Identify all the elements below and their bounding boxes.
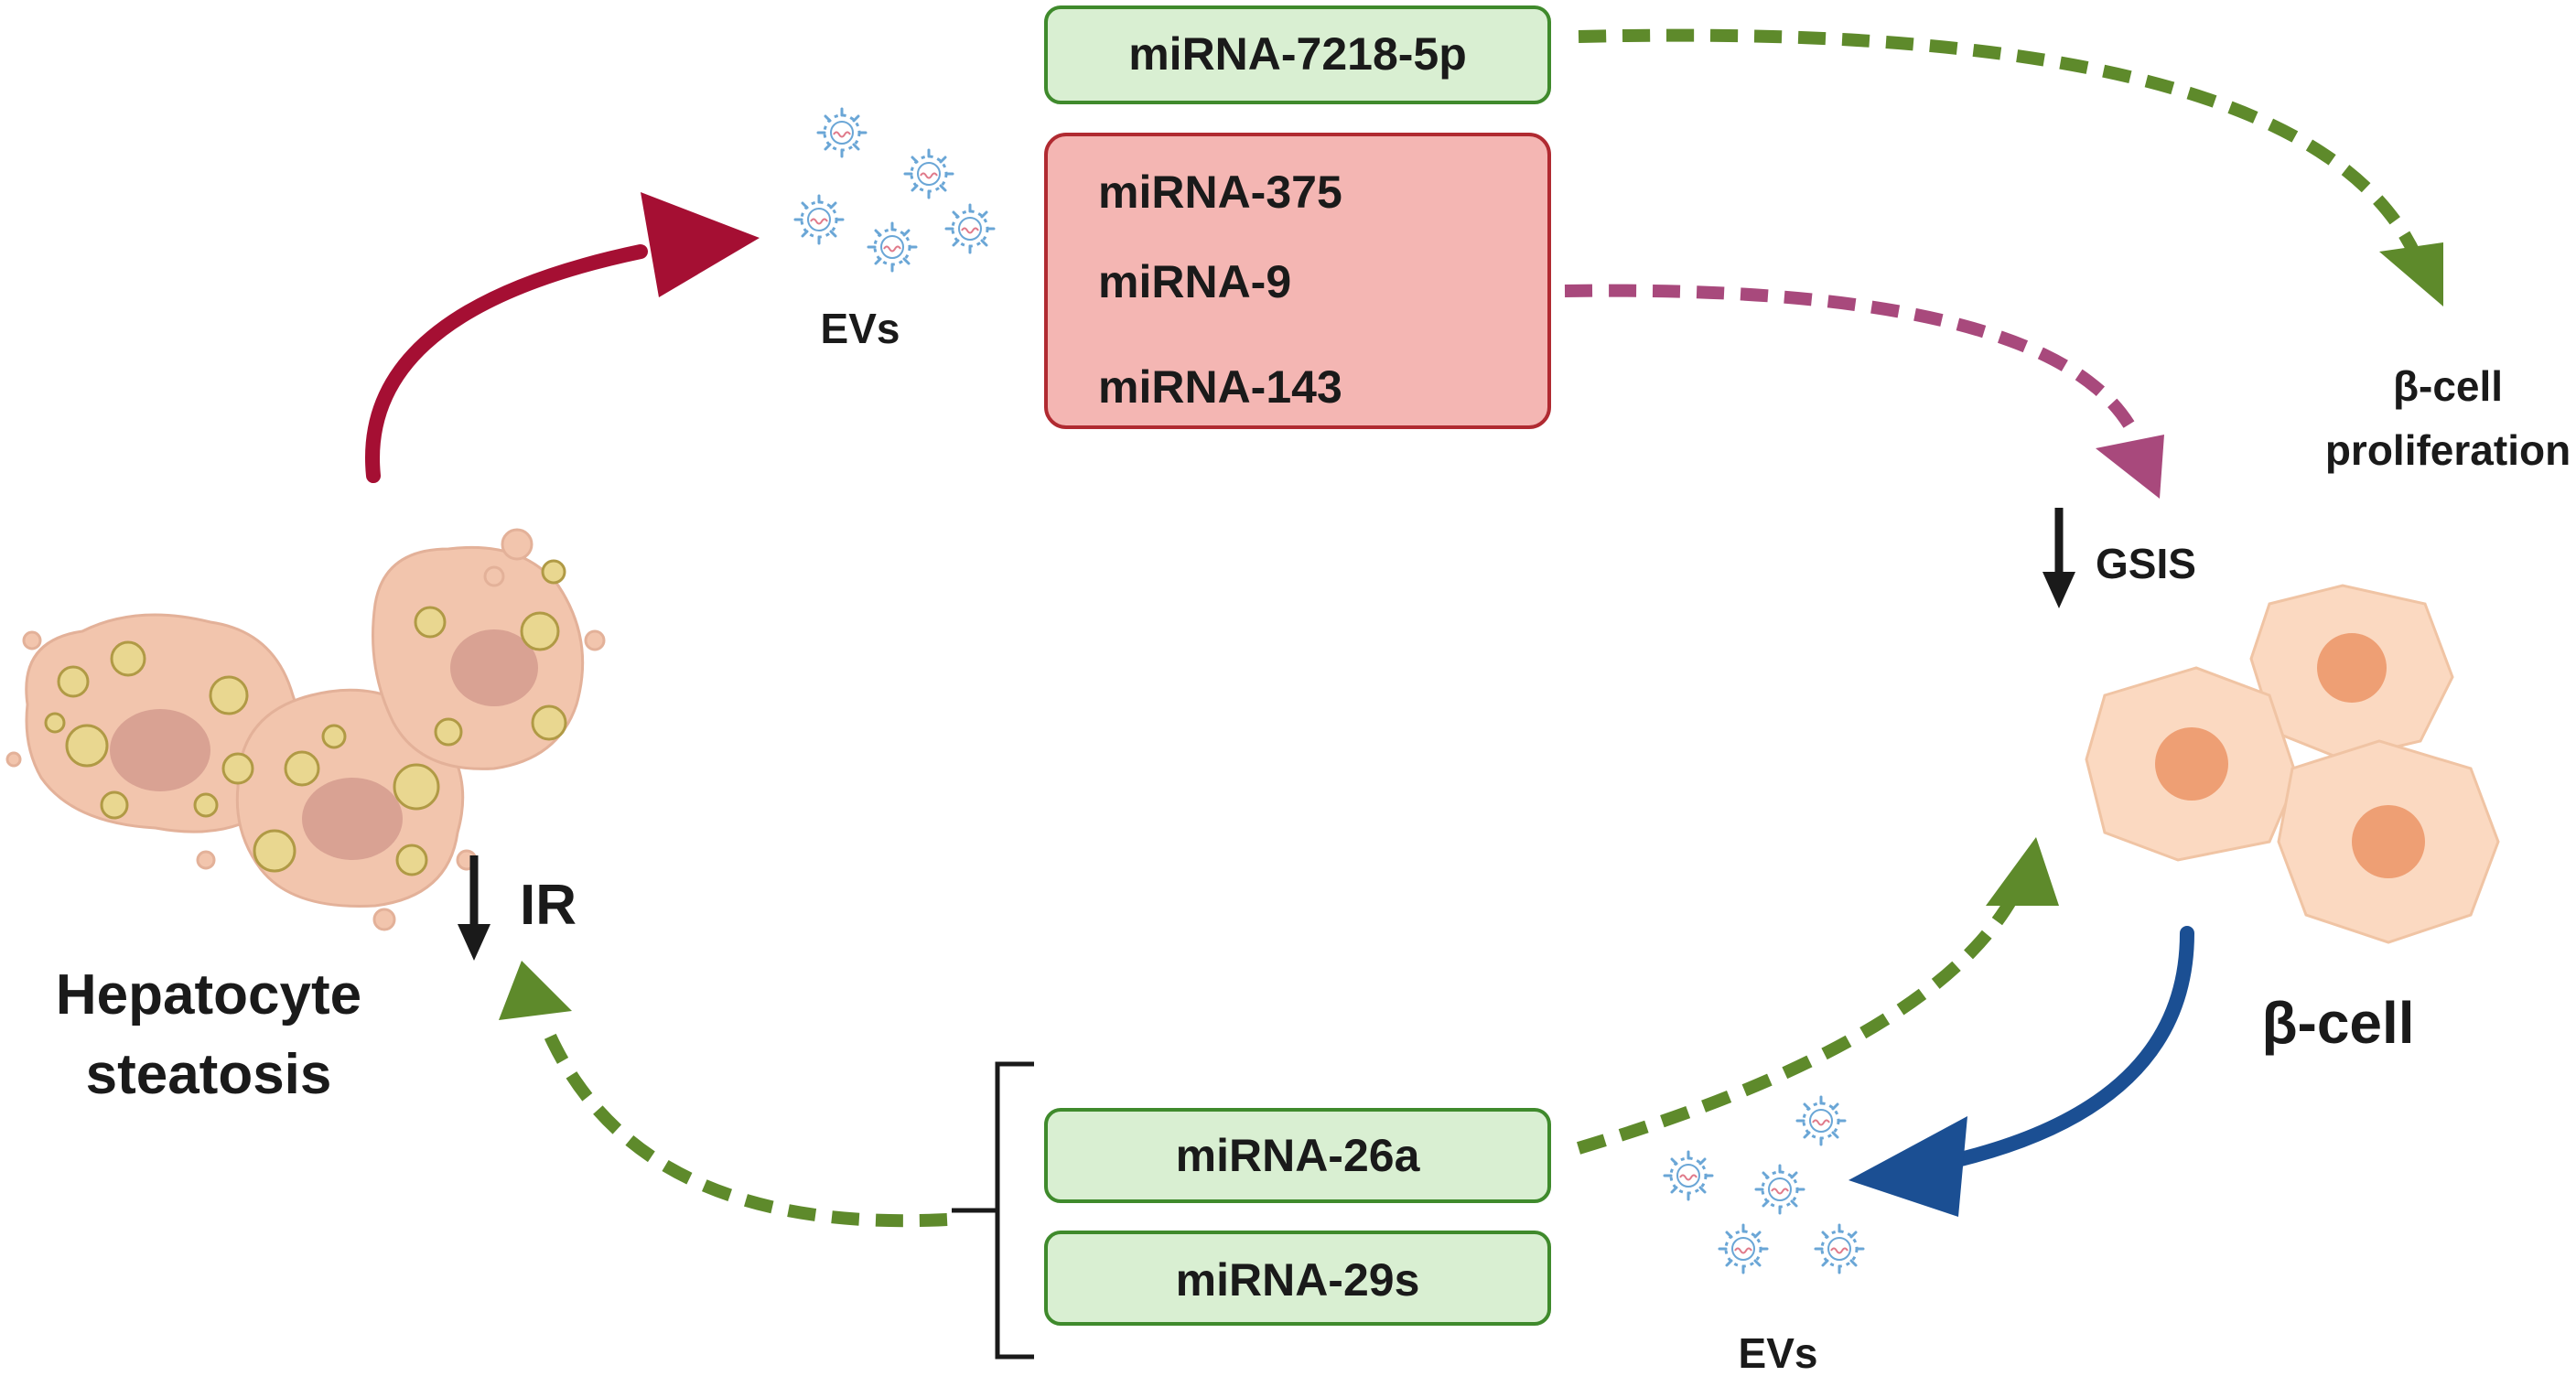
beta-cell-cluster-icon <box>2085 584 2500 944</box>
down-arrow-icon <box>458 855 490 961</box>
dashed-arrow-to-proliferation <box>1578 28 2443 306</box>
extracellular-vesicle-icon <box>1754 1164 1805 1215</box>
mirna-9-label: miRNA-9 <box>1098 256 1291 307</box>
extracellular-vesicle-icon <box>816 107 868 158</box>
beta-proliferation-line-1: β-cell <box>2393 362 2503 410</box>
extracellular-vesicle-icon <box>867 221 918 273</box>
down-arrow-icon <box>2042 508 2075 608</box>
top-ev-cluster: EVs <box>793 107 996 352</box>
extracellular-vesicle-icon <box>1814 1223 1865 1274</box>
hepatocyte-label-line-1: Hepatocyte <box>56 963 361 1027</box>
extracellular-vesicle-icon <box>1795 1095 1847 1146</box>
mirna-26a-box: miRNA-26a <box>1044 1108 1551 1203</box>
crimson-release-arrow <box>365 192 760 483</box>
extracellular-vesicle-icon <box>903 148 954 199</box>
extracellular-vesicle-icon <box>1718 1223 1769 1274</box>
mirna-29s-label: miRNA-29s <box>1176 1254 1420 1306</box>
top-evs-label: EVs <box>821 305 900 352</box>
gsis-group: GSIS <box>2042 508 2196 608</box>
mirna-26a-label: miRNA-26a <box>1176 1130 1421 1181</box>
extracellular-vesicle-icon <box>944 203 996 254</box>
hepatocyte-label-line-2: steatosis <box>86 1043 332 1106</box>
ir-group: IR <box>458 855 577 961</box>
hepatocyte-cluster-icon <box>5 528 606 931</box>
mirna-29s-box: miRNA-29s <box>1044 1231 1551 1326</box>
mirna-7218-5p-box: miRNA-7218-5p <box>1044 5 1551 104</box>
red-mirna-box: miRNA-375 miRNA-9 miRNA-143 <box>1044 133 1551 429</box>
extracellular-vesicle-icon <box>793 194 845 245</box>
beta-proliferation-line-2: proliferation <box>2325 426 2571 474</box>
bottom-ev-cluster: EVs <box>1663 1095 1865 1376</box>
ir-label: IR <box>520 874 577 937</box>
dashed-arrow-to-ir <box>499 961 948 1228</box>
bottom-boxes-bracket <box>952 1061 1034 1360</box>
gsis-label: GSIS <box>2096 540 2196 587</box>
dashed-arrow-to-gsis <box>1564 284 2164 499</box>
blue-release-arrow <box>1848 926 2194 1217</box>
beta-cell-label: β-cell <box>2261 990 2414 1056</box>
mirna-7218-5p-label: miRNA-7218-5p <box>1128 28 1467 80</box>
extracellular-vesicle-icon <box>1663 1150 1714 1201</box>
mirna-375-label: miRNA-375 <box>1098 167 1342 218</box>
mirna-143-label: miRNA-143 <box>1098 361 1342 413</box>
bottom-evs-label: EVs <box>1739 1329 1818 1376</box>
dashed-arrow-to-beta-cell <box>1576 837 2059 1155</box>
